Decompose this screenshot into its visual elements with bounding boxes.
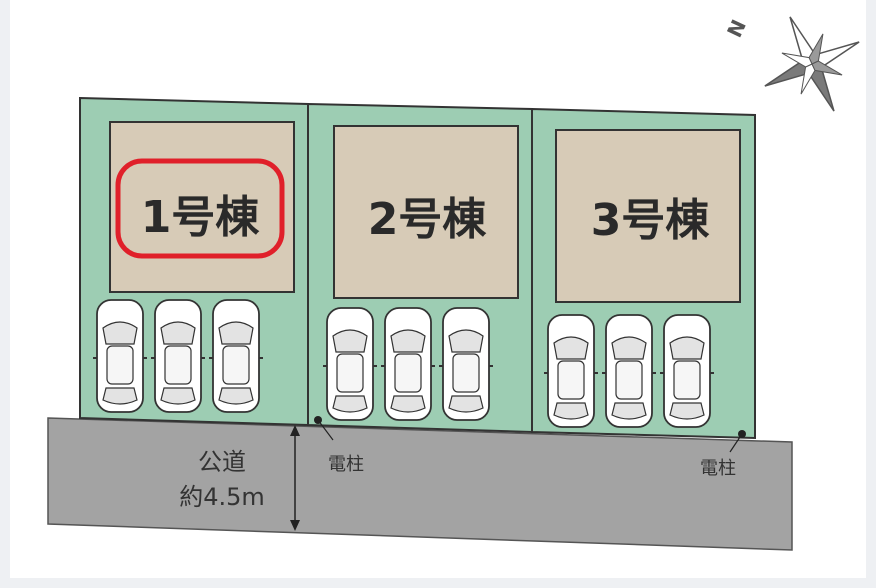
building-3 <box>555 129 741 303</box>
car-icon <box>439 307 493 421</box>
building-1 <box>109 121 295 293</box>
car-icon <box>544 314 598 428</box>
car-icon <box>381 307 435 421</box>
lot-2-label: 2号棟 <box>368 194 488 245</box>
parking-cars <box>93 299 714 428</box>
car-icon <box>151 299 205 413</box>
lot-3-label: 3号棟 <box>591 195 711 246</box>
public-road <box>47 417 793 551</box>
car-icon <box>323 307 377 421</box>
road-width: 約4.5m <box>179 483 265 511</box>
lot-1-label: 1号棟 <box>141 192 261 243</box>
utility-pole-1-label: 電柱 <box>328 454 364 475</box>
dimension-arrow-top <box>290 425 300 436</box>
car-icon <box>602 314 656 428</box>
utility-pole-2-leader <box>729 433 743 453</box>
building-2 <box>333 125 519 299</box>
car-icon <box>209 299 263 413</box>
road-name: 公道 <box>198 448 246 476</box>
utility-pole-1-leader <box>317 419 334 441</box>
car-icon <box>93 299 147 413</box>
dimension-arrow-bottom <box>290 520 300 531</box>
utility-pole-2-label: 電柱 <box>700 458 736 479</box>
highlight-box-lot-1 <box>115 158 285 259</box>
car-icon <box>660 314 714 428</box>
compass-icon <box>764 16 860 112</box>
